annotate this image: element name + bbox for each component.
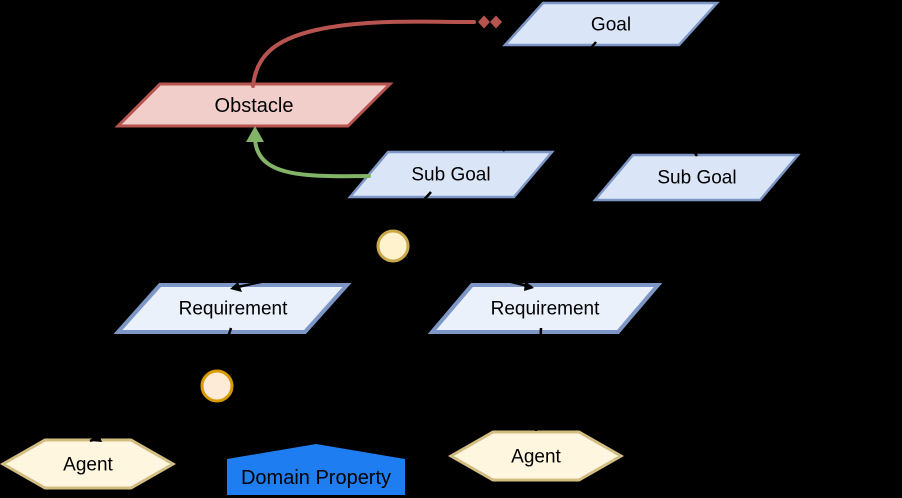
- and-node-1[interactable]: [376, 229, 410, 263]
- arrowhead-subgoal-right-icon: [685, 142, 696, 154]
- edge-andnode2-agent-left[interactable]: [89, 395, 207, 443]
- agent-right-label: Agent: [511, 447, 561, 468]
- requirement-right-label: Requirement: [491, 299, 600, 320]
- edge-andnode1-req-right[interactable]: [403, 254, 533, 289]
- and-node-2[interactable]: [200, 369, 234, 403]
- edge-req-right-agent-right[interactable]: [534, 327, 543, 432]
- agent-left-node[interactable]: [0, 438, 177, 490]
- obstacle-label: Obstacle: [215, 95, 294, 117]
- requirement-left-node[interactable]: [113, 283, 352, 334]
- subgoal-mid-node[interactable]: [347, 150, 555, 199]
- domain-property-label: Domain Property: [241, 467, 391, 489]
- requirement-left-label: Requirement: [179, 299, 288, 320]
- edge-req-left-andnode2[interactable]: [215, 327, 233, 373]
- agent-left-label: Agent: [63, 455, 113, 476]
- subgoal-right-node[interactable]: [592, 153, 801, 202]
- obstacle-node[interactable]: [114, 82, 394, 128]
- subgoal-mid-label: Sub Goal: [411, 165, 490, 186]
- edge-subgoal-andnode1[interactable]: [393, 191, 432, 234]
- obstruction-edge[interactable]: [251, 19, 476, 88]
- refinement-edges: [89, 41, 699, 445]
- edge-goal-subgoal-right[interactable]: [620, 49, 699, 157]
- arrowhead-agent-right-icon: [531, 420, 542, 431]
- obstruction-diamond-2-icon: [490, 15, 502, 29]
- resolution-arrowhead-icon: [246, 126, 264, 142]
- edge-andnode1-req-left[interactable]: [232, 254, 383, 290]
- goal-label: Goal: [591, 15, 631, 36]
- requirement-right-node[interactable]: [427, 283, 663, 334]
- edge-andnode2-domain[interactable]: [227, 395, 314, 445]
- edge-goal-subgoal-mid[interactable]: [502, 41, 597, 152]
- agent-right-node[interactable]: [447, 430, 625, 482]
- subgoal-right-label: Sub Goal: [657, 168, 736, 189]
- arrowhead-req-left-icon: [230, 282, 242, 292]
- goal-node[interactable]: [502, 1, 720, 47]
- obstruction-diamond-1-icon: [478, 15, 490, 29]
- arrowhead-agent-left-icon: [90, 432, 102, 442]
- domain-property-node[interactable]: [227, 444, 405, 495]
- resolution-edge[interactable]: [253, 138, 371, 179]
- refinement-arrowheads: [90, 139, 696, 442]
- arrowhead-subgoal-mid-icon: [503, 139, 514, 151]
- arrowhead-req-right-icon: [524, 281, 534, 291]
